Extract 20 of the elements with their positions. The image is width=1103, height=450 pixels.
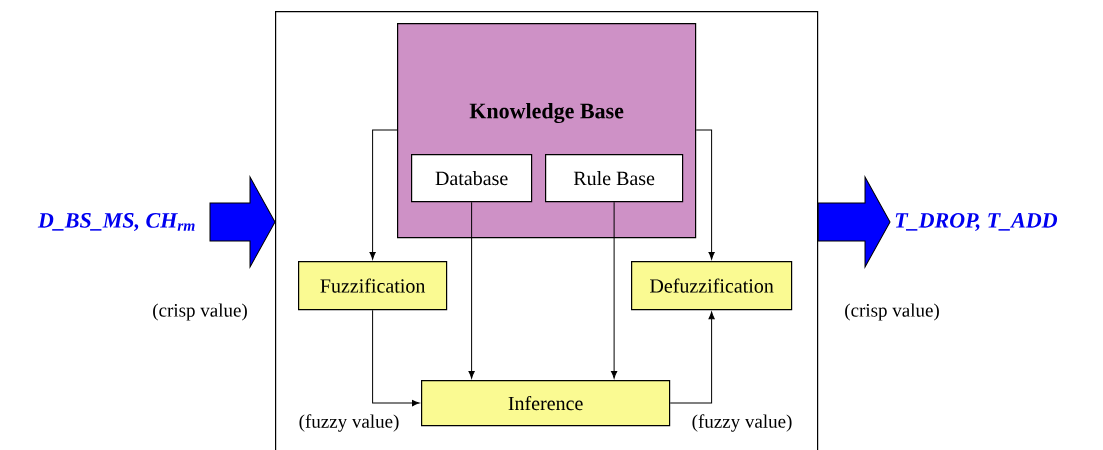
- note-text: (crisp value): [845, 303, 939, 321]
- note-text: (fuzzy value): [692, 414, 792, 432]
- note-text: (fuzzy value): [299, 414, 399, 432]
- block-arrow: [209, 176, 276, 268]
- arrow: [669, 311, 715, 404]
- arrow: [611, 201, 618, 379]
- signal-label: T_DROP, T_ADD: [895, 213, 1058, 231]
- process-box: Rule Base: [545, 154, 684, 203]
- process-box: Fuzzification: [298, 261, 448, 311]
- arrow: [468, 201, 475, 379]
- arrow: [372, 309, 420, 407]
- process-box: Defuzzification: [631, 261, 793, 311]
- system-frame: [275, 11, 819, 450]
- note-text: (crisp value): [153, 303, 247, 321]
- arrow: [695, 129, 715, 260]
- block-arrow: [817, 176, 891, 268]
- signal-label: D_BS_MS, CH$_{rm}$: [37, 213, 195, 231]
- process-box: Inference: [421, 380, 671, 427]
- process-box: Database: [411, 154, 533, 203]
- arrow: [369, 129, 398, 260]
